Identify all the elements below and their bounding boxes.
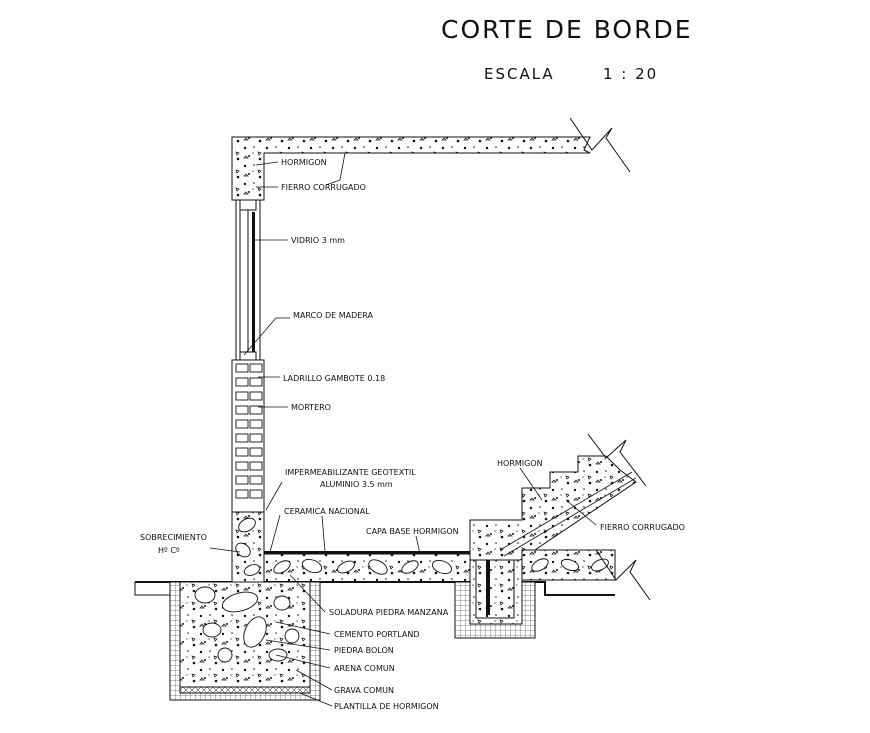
sobrecimiento	[231, 511, 265, 583]
label-marco: MARCO DE MADERA	[293, 311, 374, 320]
label-grava: GRAVA COMUN	[334, 686, 394, 695]
scale-value: 1 : 20	[603, 65, 658, 83]
label-plantilla: PLANTILLA DE HORMIGON	[334, 702, 439, 711]
label-vidrio: VIDRIO 3 mm	[291, 236, 345, 245]
label-soladura: SOLADURA PIEDRA MANZANA	[329, 608, 449, 617]
scale-label: ESCALA	[484, 65, 555, 83]
label-fierro-top: FIERRO CORRUGADO	[281, 183, 366, 192]
label-capa-base: CAPA BASE HORMIGON	[366, 527, 459, 536]
foundation	[169, 581, 321, 701]
label-sobrecimiento-1: SOBRECIMIENTO	[140, 533, 207, 542]
label-cemento: CEMENTO PORTLAND	[334, 630, 420, 639]
drawing-title: CORTE DE BORDE	[441, 15, 693, 44]
window-frame	[235, 199, 261, 361]
label-hormigon-stair: HORMIGON	[497, 459, 543, 468]
label-piedra: PIEDRA BOLON	[334, 646, 394, 655]
label-ladrillo: LADRILLO GAMBOTE 0.18	[283, 374, 385, 383]
label-arena: ARENA COMUN	[334, 664, 395, 673]
label-impermeabilizante-2: ALUMINIO 3.5 mm	[320, 480, 393, 489]
label-fierro-stair: FIERRO CORRUGADO	[600, 523, 685, 532]
leader-lines	[209, 152, 597, 707]
label-hormigon-top: HORMIGON	[281, 158, 327, 167]
label-ceramica: CERAMICA NACIONAL	[284, 507, 370, 516]
stair	[469, 433, 651, 601]
label-mortero: MORTERO	[291, 403, 331, 412]
floor-slab	[263, 551, 475, 583]
brick-wall	[231, 359, 265, 513]
label-impermeabilizante-1: IMPERMEABILIZANTE GEOTEXTIL	[285, 468, 416, 477]
label-sobrecimiento-2: Hº Cº	[158, 546, 180, 555]
